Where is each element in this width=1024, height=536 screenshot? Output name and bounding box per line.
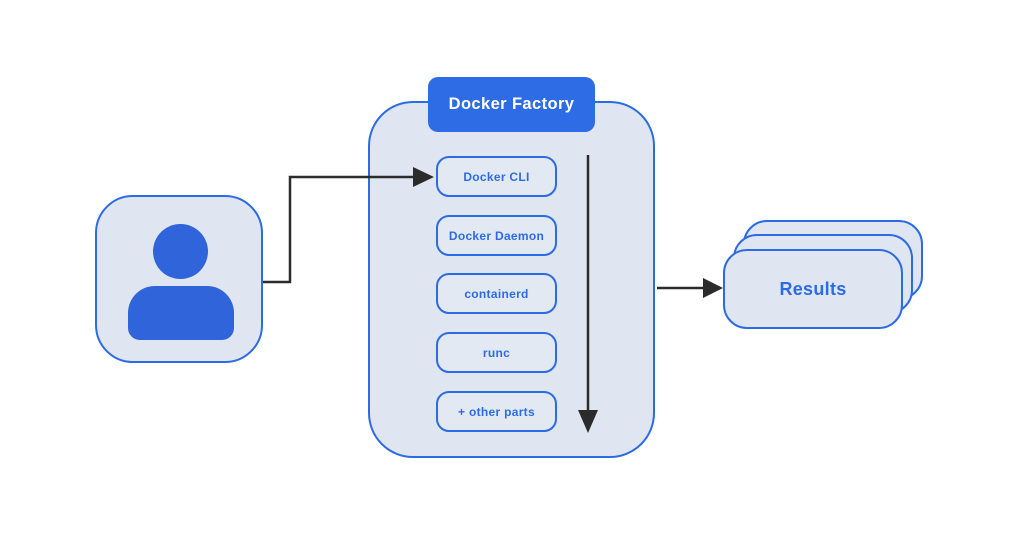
component-docker-cli: Docker CLI — [436, 156, 557, 197]
component-other-parts: + other parts — [436, 391, 557, 432]
user-icon-body — [128, 286, 234, 340]
user-node — [95, 195, 263, 363]
results-label: Results — [779, 278, 847, 299]
arrow-right-icon — [703, 278, 723, 298]
component-runc: runc — [436, 332, 557, 373]
user-icon-head — [153, 224, 208, 279]
arrow-factory-to-results — [657, 278, 723, 298]
component-docker-daemon: Docker Daemon — [436, 215, 557, 256]
docker-factory-title: Docker Factory — [428, 77, 595, 132]
results-card-front: Results — [723, 249, 903, 329]
component-containerd: containerd — [436, 273, 557, 314]
